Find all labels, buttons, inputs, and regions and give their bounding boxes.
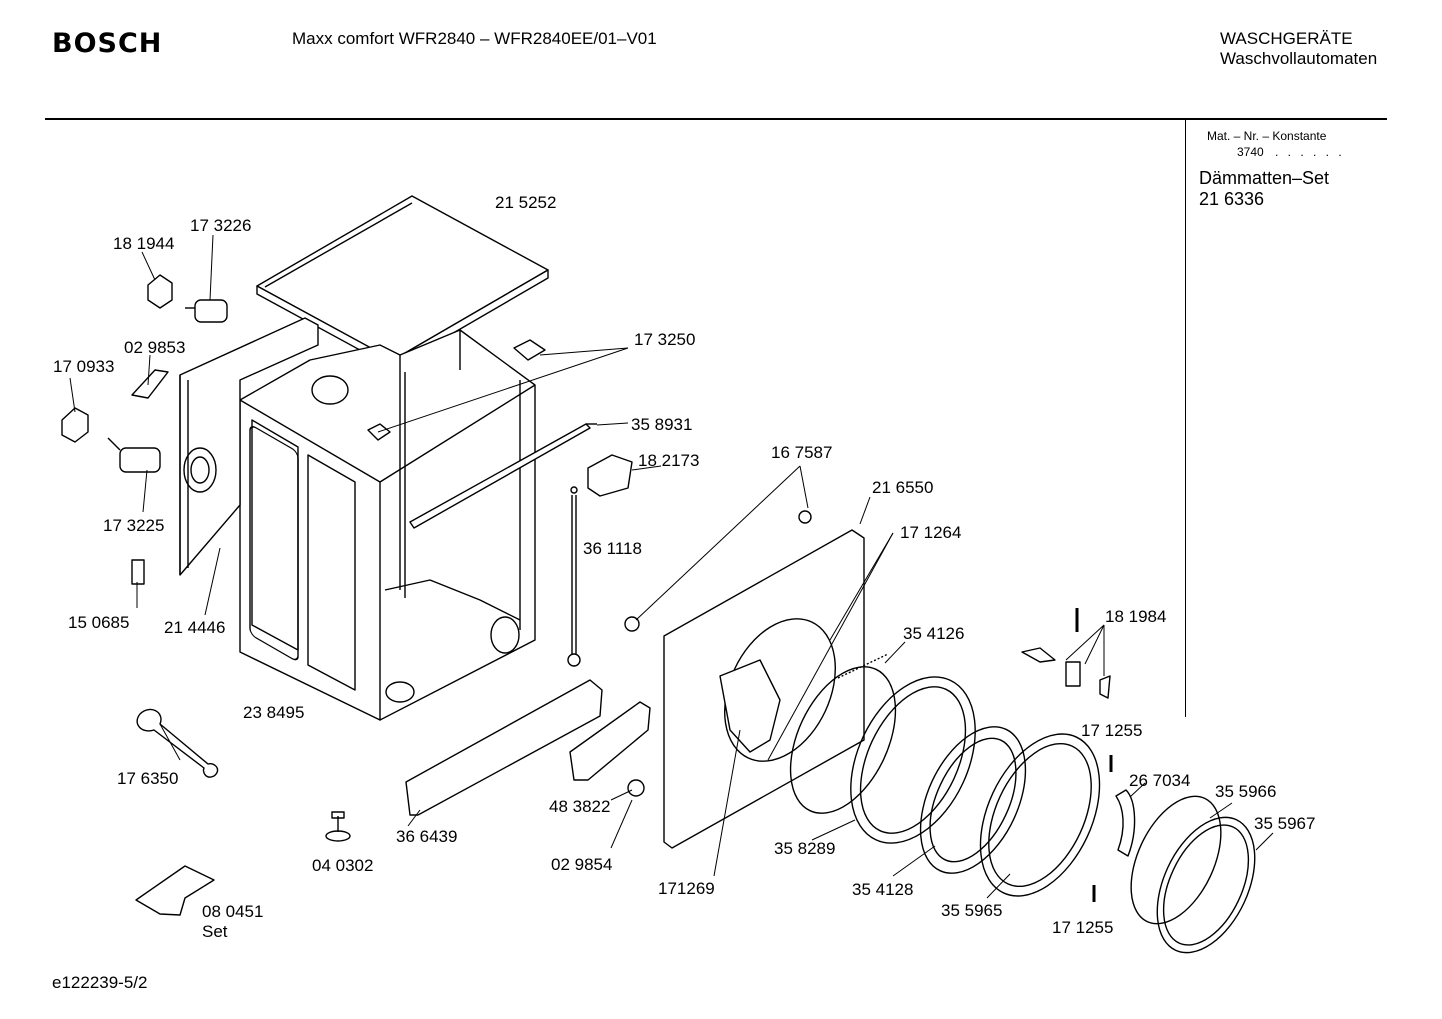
part-label-361118[interactable]: 36 1118 [583,539,642,558]
part-label-171255-lower[interactable]: 17 1255 [1052,918,1114,937]
part-label-354126[interactable]: 35 4126 [903,624,965,643]
part-label-173225[interactable]: 17 3225 [103,516,165,535]
transport-bracket [135,865,215,916]
header-divider [45,118,1387,120]
part-label-216550[interactable]: 21 6550 [872,478,934,497]
part-label-171264[interactable]: 17 1264 [900,523,962,542]
part-label-355966[interactable]: 35 5966 [1215,782,1277,801]
part-label-150685[interactable]: 15 0685 [68,613,130,632]
part-label-171255-upper[interactable]: 17 1255 [1081,721,1143,740]
part-label-358931[interactable]: 35 8931 [631,415,693,434]
material-number-label: Mat. – Nr. – Konstante [1207,129,1327,143]
cabinet-frame [239,329,536,721]
part-label-267034[interactable]: 26 7034 [1129,771,1191,790]
insulation-set-number: 21 6336 [1199,189,1265,209]
leader-lines [69,234,1274,899]
wrench [136,708,219,778]
part-label-182173[interactable]: 18 2173 [638,451,700,470]
part-label-080451[interactable]: 08 0451 [202,902,264,921]
part-label-080451-set: Set [202,922,228,941]
part-label-354128[interactable]: 35 4128 [852,880,914,899]
part-label-170933[interactable]: 17 0933 [53,357,115,376]
part-label-358289[interactable]: 35 8289 [774,839,836,858]
insulation-set-name: Dämmatten–Set [1199,168,1330,188]
brand-logo: BOSCH [52,28,163,59]
part-label-483822[interactable]: 48 3822 [549,797,611,816]
front-panel [624,510,865,849]
small-parts-left [61,274,228,585]
material-number-value: 3740 [1237,145,1264,159]
part-label-176350[interactable]: 17 6350 [117,769,179,788]
cross-brace [409,423,597,529]
part-label-167587[interactable]: 16 7587 [771,443,833,462]
door-assembly [789,653,1256,954]
material-number-dots: . . . . . . [1275,145,1345,159]
part-label-181984[interactable]: 18 1984 [1105,607,1167,626]
part-label-238495[interactable]: 23 8495 [243,703,305,722]
part-label-215252[interactable]: 21 5252 [495,193,557,212]
part-label-029853[interactable]: 02 9853 [124,338,186,357]
part-label-366439[interactable]: 36 6439 [396,827,458,846]
part-label-171269[interactable]: 171269 [658,879,715,898]
part-label-029854[interactable]: 02 9854 [551,855,613,874]
cable-part [567,486,581,667]
sidebar-divider [1185,120,1186,717]
part-label-214446[interactable]: 21 4446 [164,618,226,637]
part-label-173226[interactable]: 17 3226 [190,216,252,235]
part-label-355965[interactable]: 35 5965 [941,901,1003,920]
part-label-355967[interactable]: 35 5967 [1254,814,1316,833]
part-label-173250[interactable]: 17 3250 [634,330,696,349]
part-label-040302[interactable]: 04 0302 [312,856,374,875]
rear-panel [179,317,319,576]
hinge-parts [1021,608,1113,902]
drawing-id: e122239-5/2 [52,973,148,992]
category-line-2: Waschvollautomaten [1220,49,1378,68]
control-panel [405,679,651,816]
foot [325,811,351,842]
part-label-181944[interactable]: 18 1944 [113,234,175,253]
category-line-1: WASCHGERÄTE [1220,29,1353,48]
model-title: Maxx comfort WFR2840 – WFR2840EE/01–V01 [292,29,657,48]
